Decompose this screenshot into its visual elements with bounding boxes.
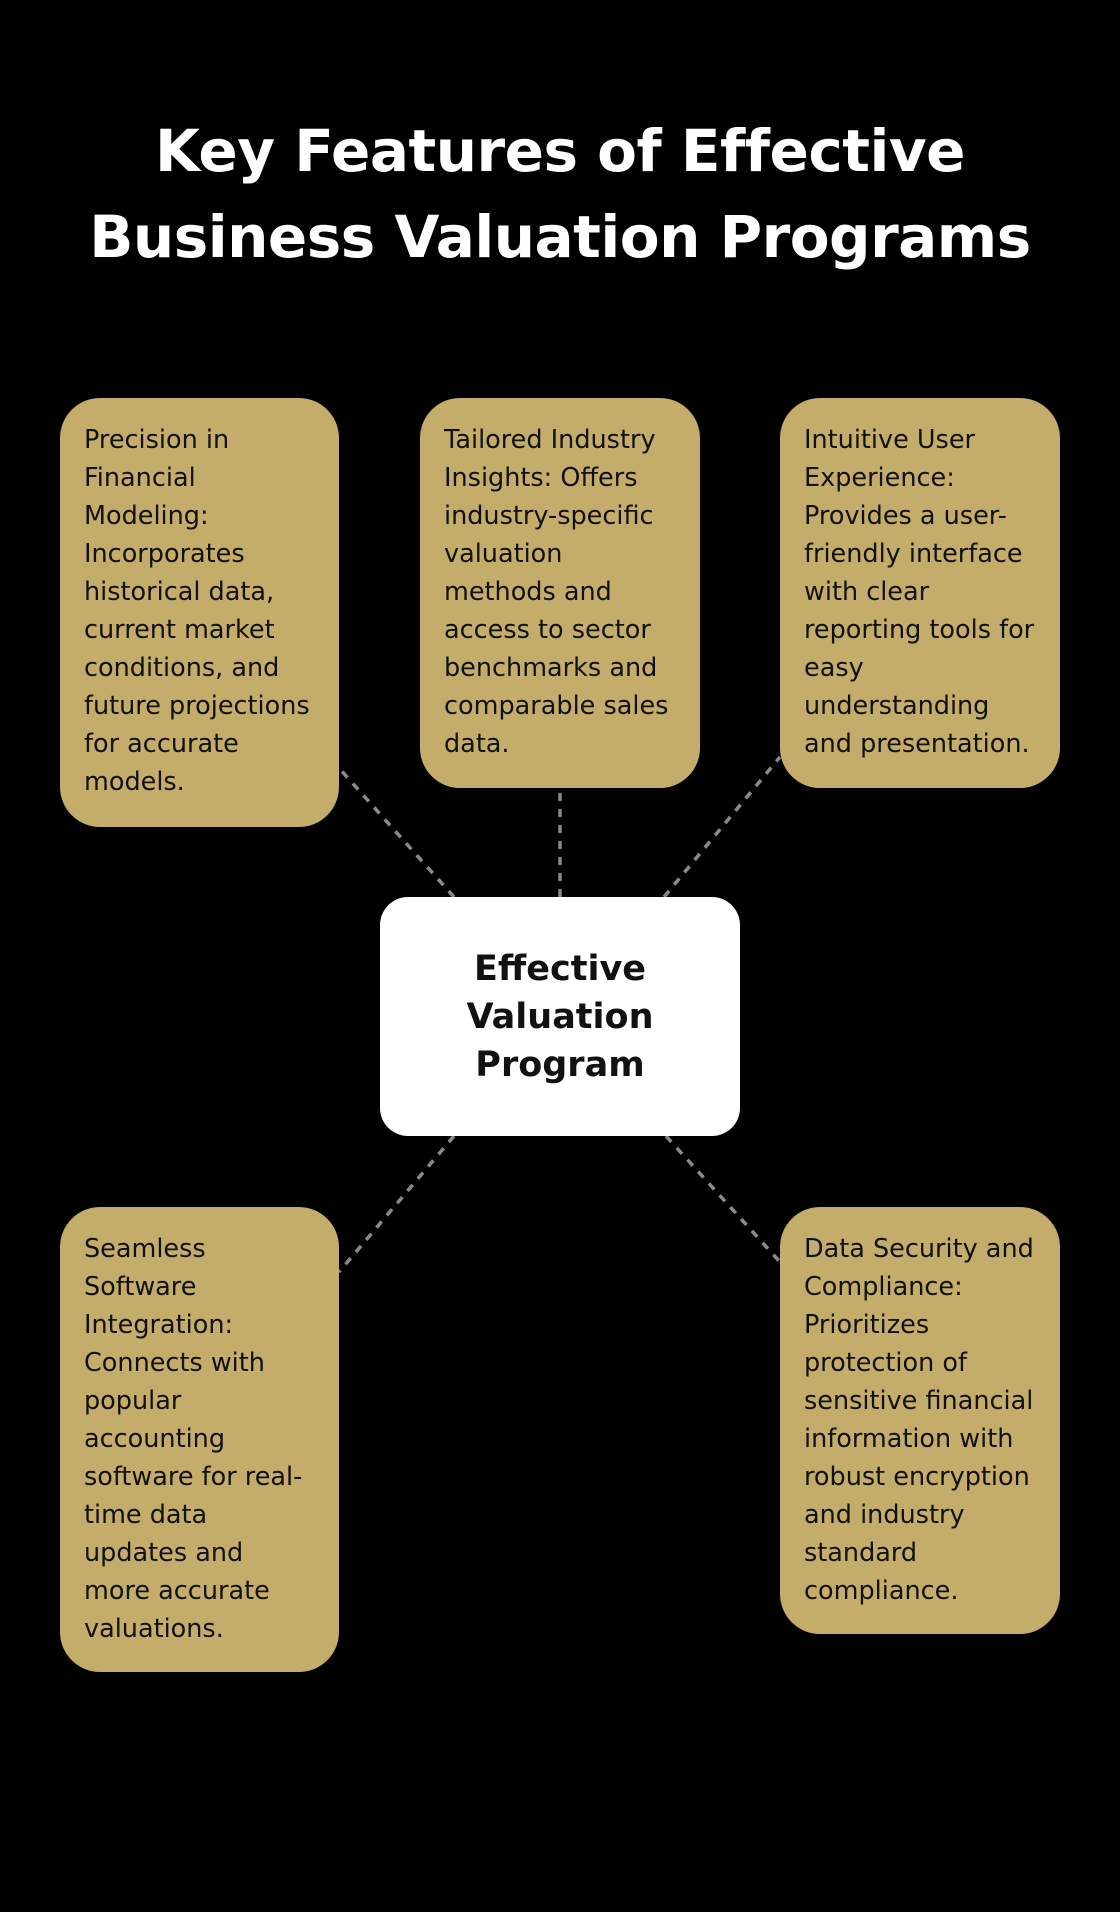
feature-box-data-security-compliance: Data Security and Compliance: Prioritize… (780, 1207, 1060, 1634)
central-node: Effective Valuation Program (380, 897, 740, 1136)
feature-text: Data Security and Compliance: Prioritize… (804, 1234, 1034, 1606)
central-node-line-1: Effective (473, 948, 646, 989)
feature-box-precision-financial-modeling: Precision in Financial Modeling: Incorpo… (60, 398, 339, 827)
title-line-1: Key Features of Effective (154, 117, 966, 185)
feature-text: Intuitive User Experience: Provides a us… (804, 425, 1035, 759)
feature-box-tailored-industry-insights: Tailored Industry Insights: Offers indus… (420, 398, 700, 788)
connector-center-to-security (664, 1134, 782, 1264)
connector-center-to-integration (337, 1134, 456, 1274)
feature-box-seamless-software-integration: Seamless Software Integration: Connects … (60, 1207, 339, 1672)
central-node-line-2: Valuation (466, 996, 654, 1037)
connector-center-to-user-experience (662, 755, 782, 899)
page-title: Key Features of Effective Business Valua… (0, 108, 1120, 280)
feature-text: Seamless Software Integration: Connects … (84, 1234, 303, 1644)
title-line-2: Business Valuation Programs (89, 203, 1031, 271)
connector-center-to-precision (337, 766, 456, 899)
feature-box-intuitive-user-experience: Intuitive User Experience: Provides a us… (780, 398, 1060, 788)
feature-text: Tailored Industry Insights: Offers indus… (444, 425, 669, 759)
feature-text: Precision in Financial Modeling: Incorpo… (84, 425, 310, 797)
central-node-line-3: Program (475, 1044, 645, 1085)
